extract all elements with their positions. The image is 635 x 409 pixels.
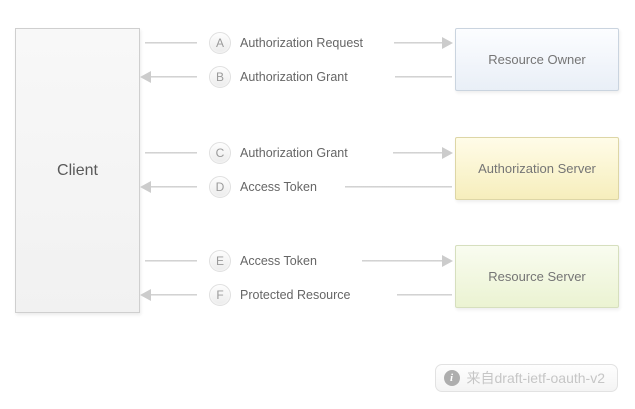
flow-label: Authorization Grant: [240, 146, 348, 160]
arrow-line: [362, 260, 442, 262]
client-box: Client: [15, 28, 140, 313]
flow-step-circle: D: [209, 176, 231, 198]
arrowhead-left-icon: [140, 289, 151, 301]
flow-label: Authorization Request: [240, 36, 363, 50]
flow-row-e: E Access Token: [0, 250, 635, 272]
source-badge-text: 来自draft-ietf-oauth-v2: [466, 370, 606, 386]
flow-step-circle: C: [209, 142, 231, 164]
arrowhead-left-icon: [140, 181, 151, 193]
flow-label: Access Token: [240, 180, 317, 194]
arrow-line: [151, 76, 197, 78]
flow-row-b: B Authorization Grant: [0, 66, 635, 88]
flow-label: Protected Resource: [240, 288, 351, 302]
arrow-line: [151, 186, 197, 188]
flow-label: Access Token: [240, 254, 317, 268]
flow-label: Authorization Grant: [240, 70, 348, 84]
info-icon: i: [443, 370, 460, 386]
flow-step-circle: A: [209, 32, 231, 54]
arrow-line: [145, 260, 197, 262]
resource-server-label: Resource Server: [488, 269, 586, 284]
resource-owner-label: Resource Owner: [488, 52, 586, 67]
arrow-line: [345, 186, 452, 188]
flow-step-circle: E: [209, 250, 231, 272]
arrowhead-right-icon: [442, 37, 453, 49]
authorization-server-box: Authorization Server: [455, 137, 619, 200]
arrowhead-right-icon: [442, 255, 453, 267]
arrow-line: [395, 76, 452, 78]
arrow-line: [151, 294, 197, 296]
arrow-line: [145, 152, 197, 154]
flow-row-d: D Access Token: [0, 176, 635, 198]
resource-owner-box: Resource Owner: [455, 28, 619, 91]
flow-row-c: C Authorization Grant: [0, 142, 635, 164]
authorization-server-label: Authorization Server: [478, 161, 596, 176]
flow-row-f: F Protected Resource: [0, 284, 635, 306]
source-badge: i 来自draft-ietf-oauth-v2: [434, 364, 618, 392]
client-box-label: Client: [57, 161, 98, 179]
arrowhead-left-icon: [140, 71, 151, 83]
flow-step-circle: F: [209, 284, 231, 306]
flow-row-a: A Authorization Request: [0, 32, 635, 54]
arrow-line: [145, 42, 197, 44]
resource-server-box: Resource Server: [455, 245, 619, 308]
flow-step-circle: B: [209, 66, 231, 88]
arrow-line: [393, 152, 442, 154]
arrow-line: [397, 294, 452, 296]
arrowhead-right-icon: [442, 147, 453, 159]
arrow-line: [394, 42, 442, 44]
